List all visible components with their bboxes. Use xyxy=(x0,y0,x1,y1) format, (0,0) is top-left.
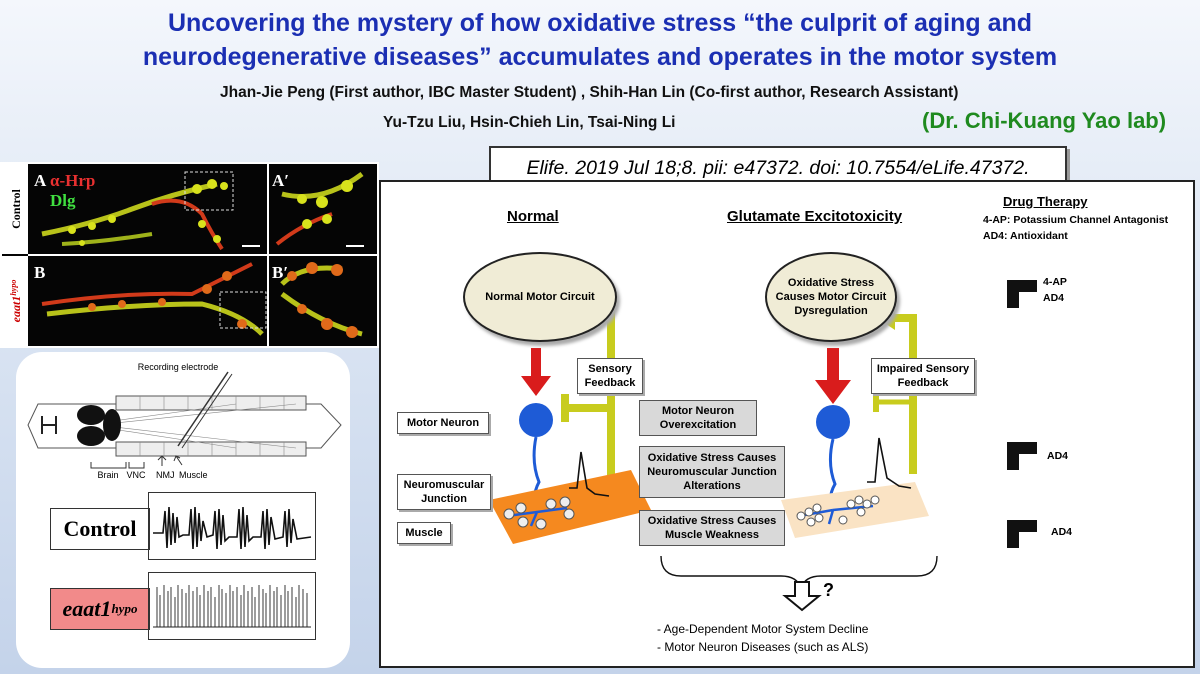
vnc-label: VNC xyxy=(126,470,146,480)
label-b-prime: B′ xyxy=(272,263,288,282)
excitotoxicity-header: Glutamate Excitotoxicity xyxy=(727,208,903,225)
stain-dlg: Dlg xyxy=(50,191,76,210)
outcome-1: - Age-Dependent Motor System Decline xyxy=(657,622,869,636)
control-trace-label: Control xyxy=(50,508,150,550)
authors-line-2: Yu-Tzu Liu, Hsin-Chieh Lin, Tsai-Ning Li xyxy=(383,114,676,131)
row-label-control: Control xyxy=(9,188,23,228)
authors-line-1: Jhan-Jie Peng (First author, IBC Master … xyxy=(220,84,959,101)
impaired-feedback-box: Impaired Sensory Feedback xyxy=(871,358,975,394)
brain-lobe-icon xyxy=(77,426,105,446)
outcome-2: - Motor Neuron Diseases (such as ALS) xyxy=(657,640,869,654)
drug-legend-2: AD4: Antioxidant xyxy=(983,230,1068,242)
pin-icon xyxy=(41,416,57,434)
drug-4ap-label: 4-AP xyxy=(1043,276,1067,288)
drug-ad4-label-2: AD4 xyxy=(1047,450,1069,462)
brain-lobe-icon xyxy=(77,405,105,425)
red-arrow-icon xyxy=(531,348,541,378)
label-b: B xyxy=(34,263,45,282)
muscle-weakness-box: Oxidative Stress Causes Muscle Weakness xyxy=(639,510,785,546)
nmj-micrograph: Control eaat1hypo xyxy=(0,162,379,348)
poster-title: Uncovering the mystery of how oxidative … xyxy=(20,6,1180,74)
control-boutons xyxy=(68,179,353,246)
larva-prep-diagram: Recording electrode Brain VNC NMJ Muscle xyxy=(27,362,342,480)
recording-electrode-label: Recording electrode xyxy=(138,362,219,372)
muscle-normal xyxy=(489,470,651,544)
mechanism-diagram: Normal Glutamate Excitotoxicity Drug The… xyxy=(379,180,1195,668)
nmj-alterations-box: Oxidative Stress Causes Neuromuscular Ju… xyxy=(639,446,785,498)
nmj-label: NMJ xyxy=(156,470,175,480)
control-branches xyxy=(41,171,364,251)
vnc-icon xyxy=(103,409,121,441)
control-trace xyxy=(148,492,316,560)
up-arrow-icon xyxy=(157,455,167,466)
electrode-icon xyxy=(177,371,229,447)
label-a-prime: A′ xyxy=(272,171,289,190)
motor-neuron-stressed xyxy=(816,405,850,439)
mutant-boutons xyxy=(88,262,358,338)
red-arrow-icon xyxy=(827,348,839,382)
drug-legend-1: 4-AP: Potassium Channel Antagonist xyxy=(983,214,1169,226)
drug-ad4-label-3: AD4 xyxy=(1051,526,1073,538)
drug-therapy-header: Drug Therapy xyxy=(1003,194,1088,209)
nmj-label-box: Neuromuscular Junction xyxy=(397,474,491,510)
row-label-mutant: eaat1hypo xyxy=(9,280,23,323)
down-arrow-icon xyxy=(782,581,822,612)
motor-neuron-label: Motor Neuron xyxy=(397,412,489,434)
title-line-2: neurodegenerative diseases” accumulates … xyxy=(142,43,1058,71)
sensory-feedback-box: Sensory Feedback xyxy=(577,358,643,394)
stress-circuit-ellipse: Oxidative Stress Causes Motor Circuit Dy… xyxy=(765,252,897,342)
up-arrow-icon xyxy=(173,455,183,466)
muscle-label-box: Muscle xyxy=(397,522,451,544)
muscle-label: Muscle xyxy=(179,470,208,480)
overexcitation-box: Motor Neuron Overexcitation xyxy=(639,400,757,436)
brain-label: Brain xyxy=(97,470,118,480)
normal-header: Normal xyxy=(507,208,559,225)
muscle-weak xyxy=(781,482,929,538)
title-line-1: Uncovering the mystery of how oxidative … xyxy=(167,9,1033,37)
question-mark: ? xyxy=(823,580,834,600)
mutant-trace xyxy=(148,572,316,640)
motor-neuron-normal xyxy=(519,403,553,437)
recording-panel: Recording electrode Brain VNC NMJ Muscle… xyxy=(16,352,350,668)
normal-circuit-ellipse: Normal Motor Circuit xyxy=(463,252,617,342)
drug-ad4-label-1: AD4 xyxy=(1043,292,1065,304)
stain-hrp: α-Hrp xyxy=(50,171,95,190)
label-a: A xyxy=(34,171,47,190)
lab-name: (Dr. Chi-Kuang Yao lab) xyxy=(922,108,1167,133)
